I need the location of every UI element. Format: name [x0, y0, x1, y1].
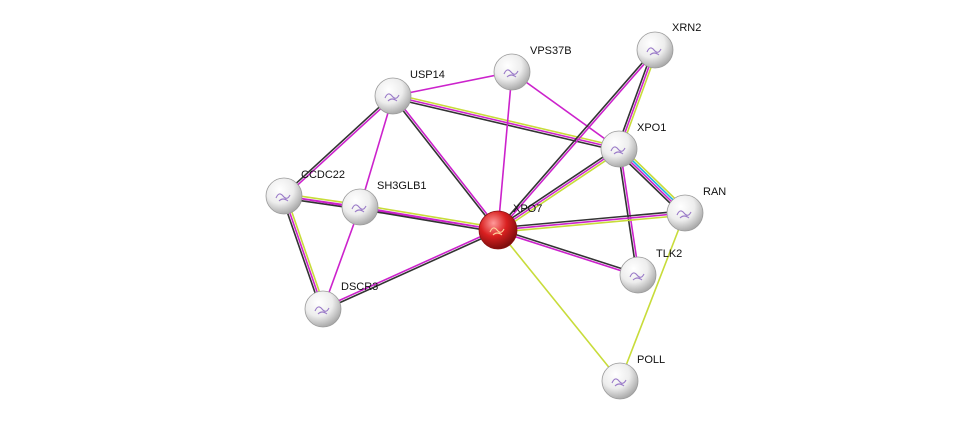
edge-usp14-vps37b-experiments — [392, 71, 513, 97]
edge-tlk2-xpo7-experiments — [497, 230, 638, 277]
edge-xpo1-tlk2-experiments — [619, 148, 640, 275]
edge-xpo1-xpo7-experiments — [497, 148, 620, 231]
edge-layer — [281, 48, 688, 382]
edge-dscr3-xpo7-coexpression — [323, 230, 499, 311]
node-label-ccdc22: CCDC22 — [301, 169, 345, 181]
protein-structure-icon — [314, 306, 330, 315]
protein-structure-icon — [503, 69, 519, 78]
protein-structure-icon — [646, 47, 662, 56]
edge-xpo1-xpo7-textmining — [498, 150, 621, 233]
edge-ran-xpo7-coexpression — [497, 210, 685, 229]
edge-ccdc22-dscr3-experiments — [283, 195, 324, 310]
node-bubble[interactable] — [341, 188, 379, 226]
edge-usp14-xpo1-experiments — [392, 95, 620, 150]
node-bubble[interactable] — [601, 362, 639, 400]
protein-structure-icon — [610, 146, 626, 155]
protein-structure-icon — [489, 227, 505, 236]
node-label-dscr3: DSCR3 — [341, 281, 378, 293]
edge-dscr3-xpo7-experiments — [322, 228, 498, 309]
node-label-vps37b: VPS37B — [530, 45, 572, 57]
protein-structure-icon — [351, 204, 367, 213]
edge-usp14-xpo1-coexpression — [392, 97, 619, 152]
node-bubble[interactable] — [374, 77, 412, 115]
protein-structure-icon — [275, 193, 291, 202]
node-vps37b[interactable]: VPS37B — [493, 45, 572, 91]
node-xpo7[interactable]: XPO7 — [478, 203, 542, 250]
node-label-xpo7: XPO7 — [513, 203, 542, 215]
edge-poll-xpo7-textmining — [497, 229, 621, 382]
node-label-tlk2: TLK2 — [656, 248, 682, 260]
edge-xrn2-xpo7-experiments — [498, 50, 657, 232]
node-label-ran: RAN — [703, 186, 726, 198]
node-label-poll: POLL — [637, 354, 665, 366]
edge-usp14-ccdc22-experiments — [284, 96, 395, 198]
edge-ran-poll-textmining — [619, 212, 686, 382]
protein-structure-icon — [384, 93, 400, 102]
node-dscr3[interactable]: DSCR3 — [304, 281, 378, 328]
edge-xrn2-xpo7-coexpression — [496, 48, 655, 230]
node-bubble[interactable] — [600, 130, 638, 168]
edge-ran-xpo7-textmining — [498, 214, 686, 233]
node-ran[interactable]: RAN — [666, 186, 726, 232]
protein-structure-icon — [611, 378, 627, 387]
node-bubble[interactable] — [619, 256, 657, 294]
node-bubble[interactable] — [265, 177, 303, 215]
node-label-sh3glb1: SH3GLB1 — [377, 180, 427, 192]
node-xpo1[interactable]: XPO1 — [600, 122, 666, 168]
edge-usp14-xpo7-coexpression — [391, 96, 498, 232]
edge-usp14-xpo7-experiments — [393, 94, 500, 230]
node-ccdc22[interactable]: CCDC22 — [265, 169, 345, 215]
edge-tlk2-xpo7-coexpression — [498, 228, 639, 275]
edge-usp14-xpo1-textmining — [393, 93, 620, 148]
edge-vps37b-xpo1-experiments — [511, 71, 620, 150]
node-tlk2[interactable]: TLK2 — [619, 248, 682, 294]
edge-sh3glb1-xpo7-textmining — [360, 204, 499, 229]
node-label-xpo1: XPO1 — [637, 122, 666, 134]
node-bubble[interactable] — [493, 53, 531, 91]
node-xrn2[interactable]: XRN2 — [636, 22, 701, 69]
edge-sh3glb1-xpo7-coexpression — [359, 208, 498, 233]
edge-ccdc22-dscr3-textmining — [285, 195, 326, 309]
edge-sh3glb1-xpo7-experiments — [359, 206, 499, 231]
node-bubble[interactable] — [636, 31, 674, 69]
node-poll[interactable]: POLL — [601, 354, 665, 400]
protein-structure-icon — [676, 210, 692, 219]
edge-ccdc22-dscr3-coexpression — [281, 196, 322, 310]
protein-structure-icon — [629, 272, 645, 281]
node-label-usp14: USP14 — [410, 69, 445, 81]
node-bubble[interactable] — [666, 194, 704, 232]
edge-xpo1-xpo7-coexpression — [496, 146, 619, 229]
edge-vps37b-xpo7-experiments — [497, 71, 513, 231]
edge-usp14-sh3glb1-experiments — [359, 95, 394, 208]
node-label-xrn2: XRN2 — [672, 22, 701, 34]
edge-ran-xpo7-experiments — [497, 212, 686, 231]
node-sh3glb1[interactable]: SH3GLB1 — [341, 180, 427, 226]
node-bubble[interactable] — [304, 290, 342, 328]
edge-xpo1-tlk2-coexpression — [617, 149, 638, 276]
edge-usp14-ccdc22-coexpression — [282, 94, 393, 196]
node-usp14[interactable]: USP14 — [374, 69, 445, 115]
node-bubble[interactable] — [478, 210, 518, 250]
